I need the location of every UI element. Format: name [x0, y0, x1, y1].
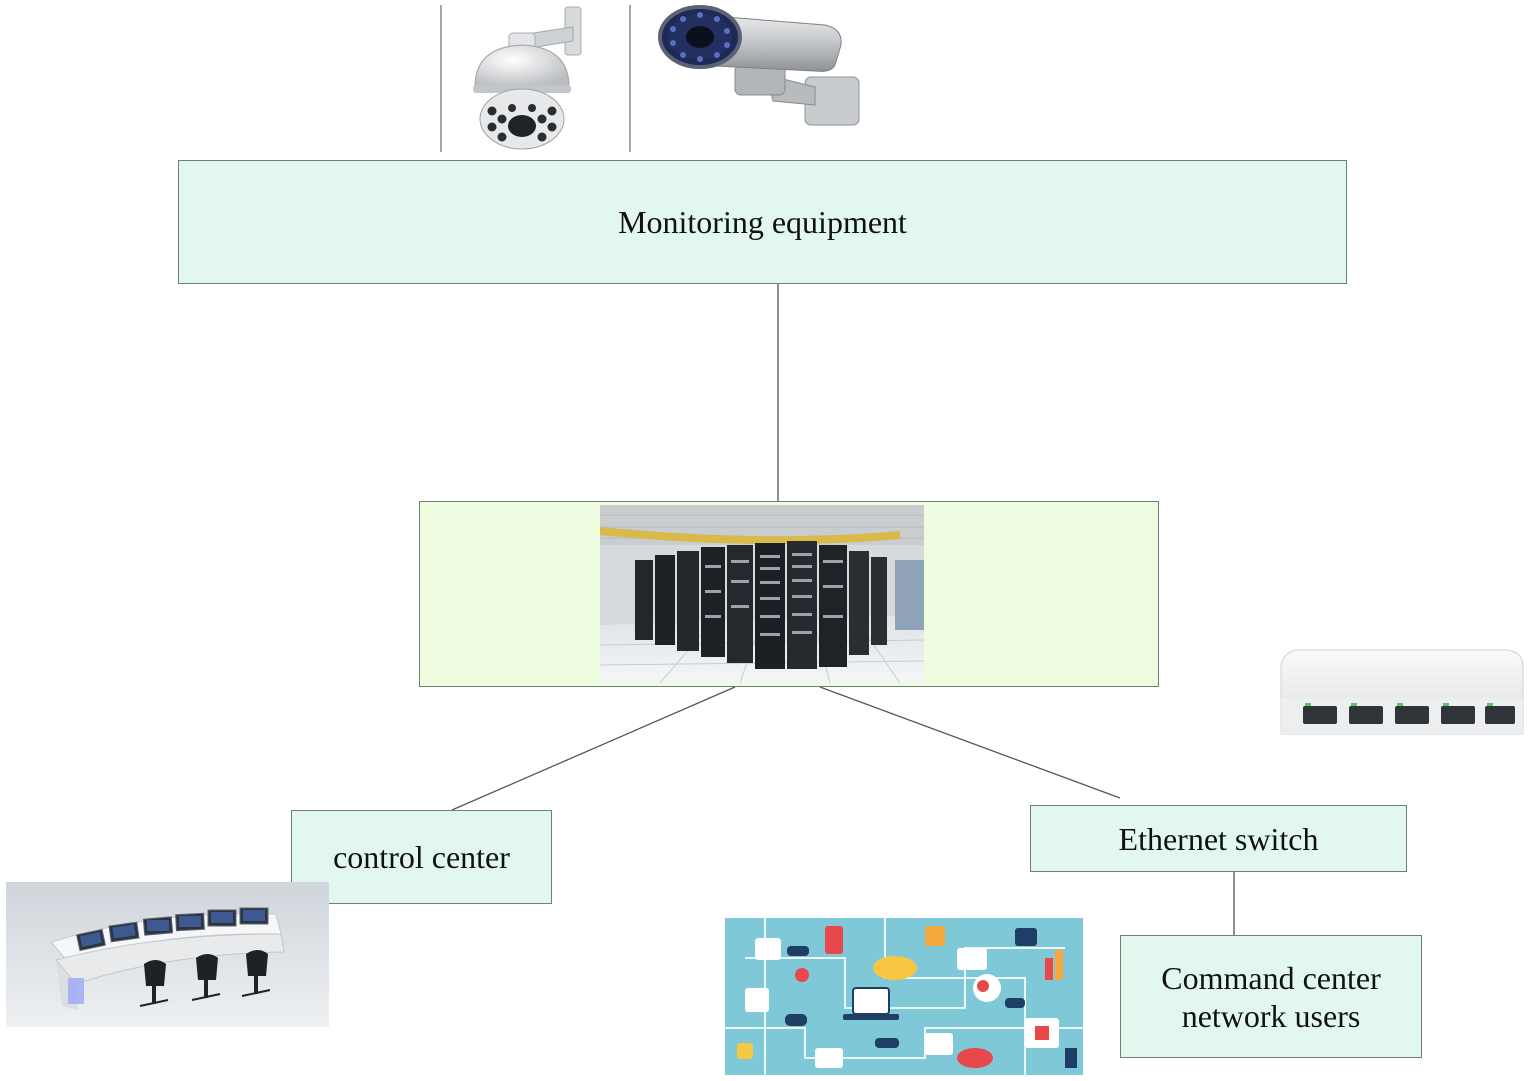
ethernet-switch-box: Ethernet switch [1030, 805, 1407, 872]
monitoring-equipment-box: Monitoring equipment [178, 160, 1347, 284]
server-room-photo [599, 505, 925, 684]
server-to-control-line [451, 686, 736, 811]
server-to-switch-line [819, 686, 1121, 799]
control-console-photo [6, 882, 329, 1027]
ptz-dome-camera-icon [465, 5, 585, 153]
control-center-label: control center [333, 839, 510, 875]
network-users-label-line2: network users [1181, 997, 1361, 1034]
network-users-box: Command center network users [1120, 935, 1422, 1058]
monitoring-equipment-label: Monitoring equipment [618, 204, 907, 240]
bullet-camera-icon [655, 5, 865, 130]
network-pattern-illustration [725, 918, 1083, 1075]
network-switch-icon [1279, 648, 1525, 738]
ethernet-switch-label: Ethernet switch [1118, 820, 1319, 857]
control-center-box: control center [291, 810, 552, 904]
network-users-label-line1: Command center [1161, 959, 1381, 996]
